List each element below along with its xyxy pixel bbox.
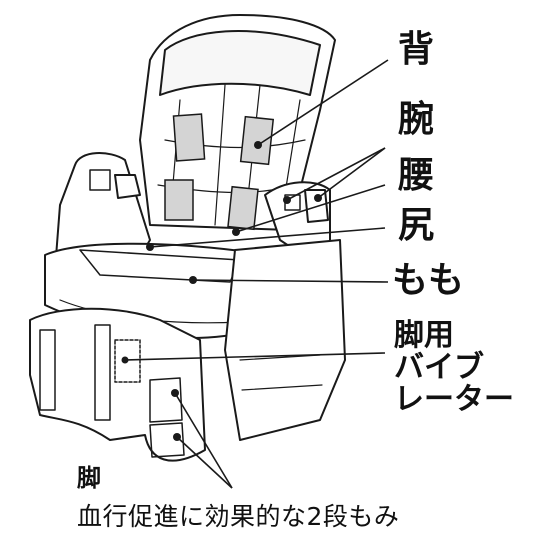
caption: 血行促進に効果的な2段もみ	[77, 502, 400, 531]
back-pad-right	[239, 115, 275, 166]
label-leg-vibrator-line2: バイブ	[394, 350, 484, 385]
label-leg-vibrator-line1: 脚用	[394, 318, 454, 353]
leg-rest	[29, 307, 206, 462]
waist-pad-right	[227, 185, 259, 231]
label-thigh: もも	[392, 260, 465, 301]
label-waist: 腰	[398, 155, 435, 196]
back-pad-left	[172, 113, 206, 162]
label-buttocks: 尻	[398, 205, 435, 246]
massage-pads	[164, 113, 275, 231]
chair-base	[224, 239, 346, 441]
label-arm: 腕	[398, 99, 435, 140]
leader-lines	[124, 59, 389, 489]
headrest	[159, 30, 321, 96]
label-legs: 脚	[77, 464, 101, 492]
label-leg-vibrator-line3: レーター	[394, 382, 514, 417]
waist-pad-left	[164, 179, 194, 221]
label-back: 背	[398, 29, 435, 70]
